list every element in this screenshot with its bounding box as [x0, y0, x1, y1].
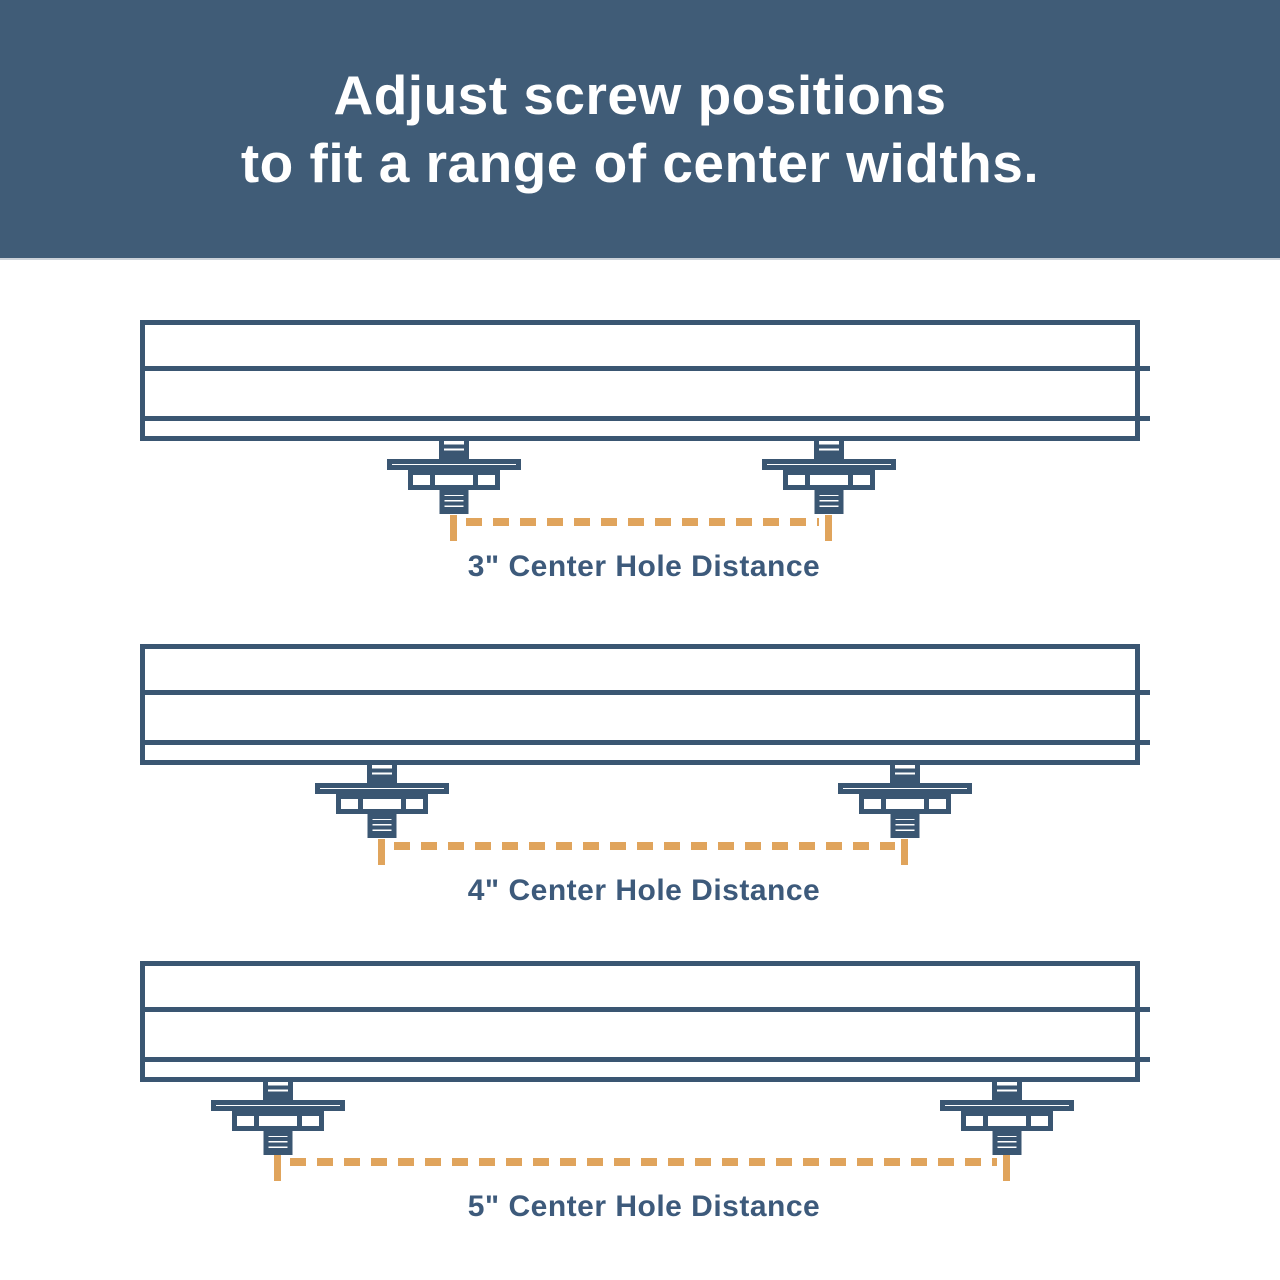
distance-dashed-line — [394, 842, 895, 850]
rail-groove-line — [140, 690, 1150, 695]
screw-icon — [315, 760, 449, 838]
screw-icon — [838, 760, 972, 838]
distance-dashed-line — [290, 1158, 997, 1166]
mounting-rail — [140, 320, 1150, 441]
distance-tick-right — [1003, 1155, 1010, 1181]
rail-groove-line — [140, 740, 1150, 745]
screw-icon — [762, 436, 896, 514]
rail-groove-line — [140, 1057, 1150, 1062]
header-banner: Adjust screw positions to fit a range of… — [0, 0, 1280, 258]
rail-groove-line — [140, 366, 1150, 371]
mounting-rail — [140, 961, 1150, 1082]
distance-tick-left — [274, 1155, 281, 1181]
distance-label: 5" Center Hole Distance — [467, 1190, 821, 1223]
distance-tick-left — [450, 515, 457, 541]
banner-title-line-2: to fit a range of center widths. — [240, 132, 1040, 194]
screw-icon — [211, 1077, 345, 1155]
distance-tick-left — [378, 839, 385, 865]
distance-label: 4" Center Hole Distance — [467, 874, 821, 907]
screw-icon — [387, 436, 521, 514]
mounting-rail — [140, 644, 1150, 765]
distance-tick-right — [901, 839, 908, 865]
rail-groove-line — [140, 1007, 1150, 1012]
rail-groove-line — [140, 416, 1150, 421]
banner-title-line-1: Adjust screw positions — [333, 64, 947, 126]
distance-tick-right — [825, 515, 832, 541]
distance-label: 3" Center Hole Distance — [467, 550, 821, 583]
screw-icon — [940, 1077, 1074, 1155]
distance-dashed-line — [466, 518, 819, 526]
